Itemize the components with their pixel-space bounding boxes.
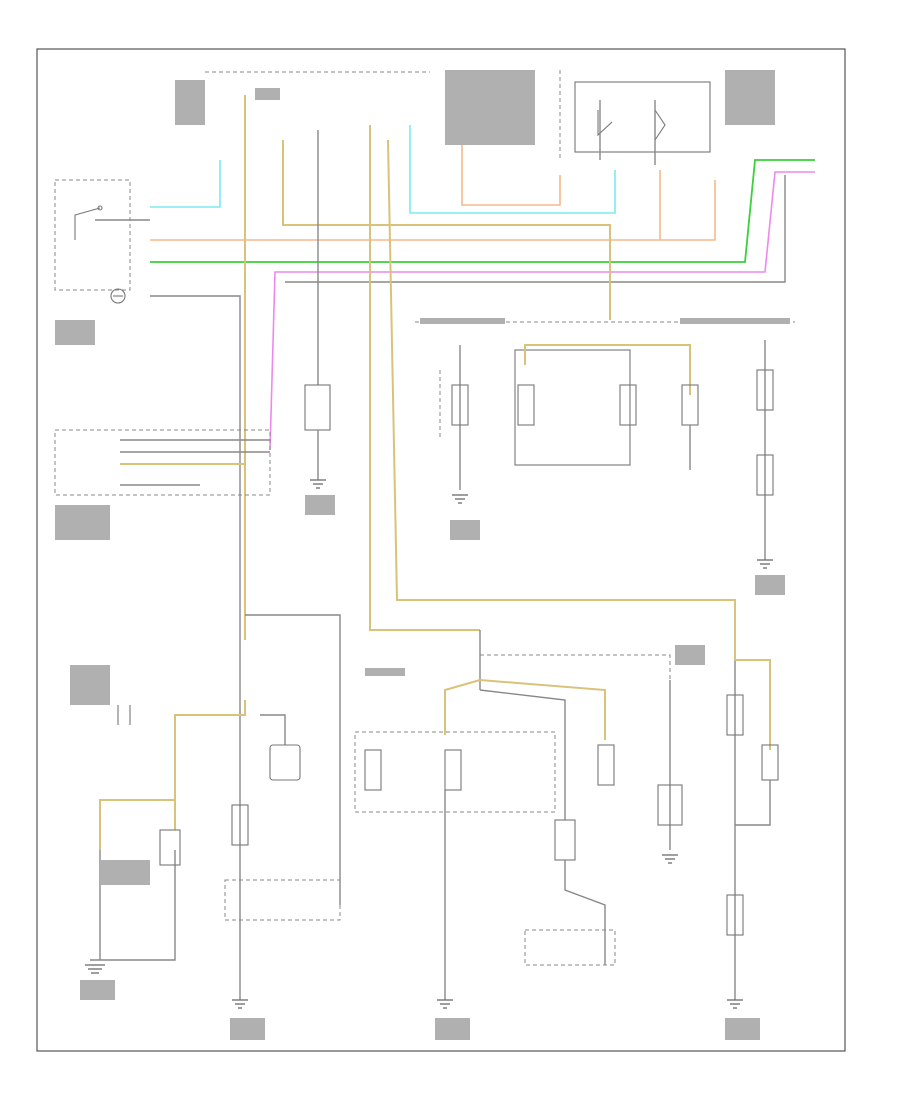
dome-lamp-left — [451, 384, 469, 426]
ground-g4 — [232, 999, 248, 1009]
relay-contact — [597, 110, 613, 137]
module-lower-left — [269, 744, 301, 781]
wire-lower-left-ground-2 — [90, 850, 176, 961]
wire-center-branch — [479, 689, 566, 820]
ground-g2 — [452, 494, 468, 504]
wire-tan-d — [387, 139, 736, 660]
ground-g5 — [85, 964, 105, 974]
right-lamp-1 — [726, 694, 744, 736]
right-mid-lamp — [657, 784, 683, 826]
glovebox-lamp — [756, 454, 774, 496]
wire-orange — [150, 180, 716, 241]
reading-lamp-b — [619, 384, 637, 426]
wire-lower-left-side — [245, 614, 341, 905]
courtesy-lamp-lower — [231, 804, 249, 846]
wire-tan-b — [282, 140, 611, 320]
center-lower-box — [524, 929, 616, 966]
bcm-lower-box — [224, 879, 341, 921]
wire-right-yellow — [735, 659, 771, 750]
wire-center-right-down — [564, 860, 606, 965]
lamp-lower-far-left — [159, 829, 181, 866]
center-lamp-2 — [444, 749, 462, 791]
center-lamp-4 — [554, 819, 576, 861]
diagram-border — [36, 48, 846, 1052]
cargo-lamp-box — [304, 384, 331, 431]
wire-black-top — [150, 295, 241, 640]
center-lamp-1 — [364, 749, 382, 791]
wire-lower-left-branch — [260, 714, 286, 745]
bcm-connector-box — [54, 429, 271, 496]
dome-lamp-right — [756, 369, 774, 411]
reading-lamp-a — [517, 384, 535, 426]
wire-center-yellow-left — [444, 679, 481, 735]
wire-light-blue-left — [150, 160, 221, 208]
wire-pink — [269, 171, 815, 451]
wire-dark-green — [150, 159, 815, 263]
center-dashed-box — [354, 731, 556, 813]
wire-reading-lamp — [524, 344, 691, 395]
wire-right-branch — [735, 780, 771, 826]
lamp-bulb-left — [110, 288, 126, 304]
wire-lower-left-yellow — [174, 700, 246, 830]
wire-orange-vertical — [461, 120, 561, 206]
ground-g8 — [727, 999, 743, 1009]
wire-light-blue-right — [409, 125, 616, 214]
door-switch-contact — [74, 207, 101, 240]
wire-center-dash — [480, 654, 671, 680]
ground-g1 — [310, 479, 326, 489]
wire-lower-left-yellow-2 — [99, 799, 175, 850]
wire-tan-c — [369, 125, 480, 631]
center-lamp-3 — [597, 744, 615, 786]
ground-g6 — [437, 999, 453, 1009]
relay-coil — [654, 109, 666, 141]
reading-lamp-box — [514, 349, 631, 466]
door-switch-box — [54, 179, 131, 291]
component-labels — [55, 70, 790, 1040]
right-lamp-2 — [761, 744, 779, 781]
wire-gray-right — [285, 175, 786, 283]
right-lower-lamp — [726, 894, 744, 936]
ground-g3 — [757, 559, 773, 569]
relay-box — [574, 81, 711, 153]
illumination-switch-symbol — [117, 705, 131, 725]
ground-g7 — [662, 854, 678, 864]
door-switch-pivot — [97, 205, 103, 211]
wire-center-yellow-right — [479, 679, 606, 740]
